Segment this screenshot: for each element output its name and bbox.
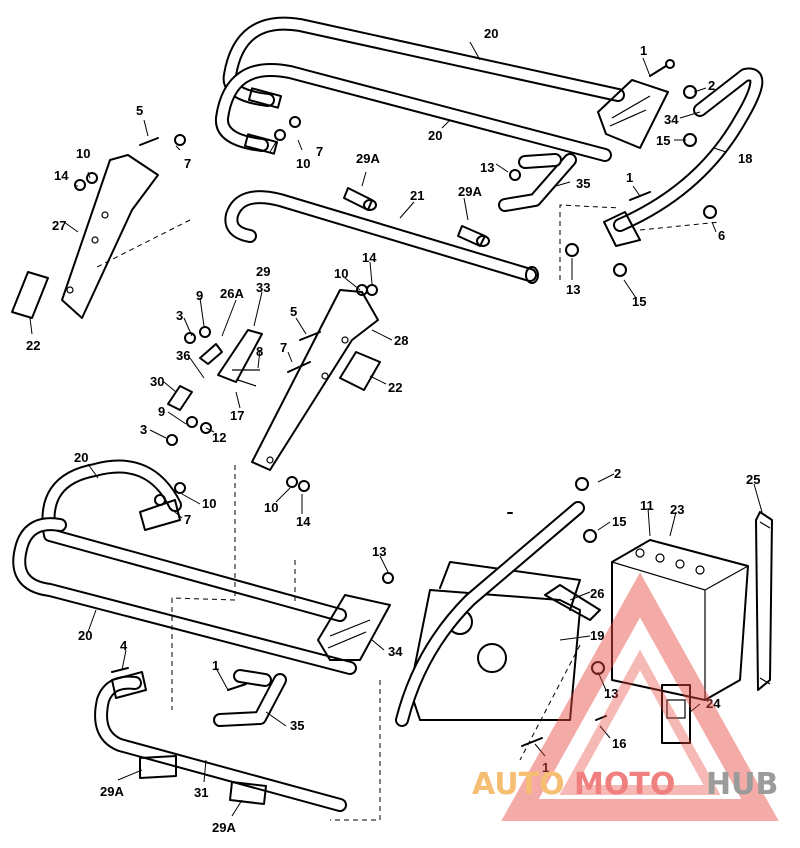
- callout-31: 31: [194, 785, 208, 800]
- automotohub-watermark: AUTO MOTO HUB: [472, 572, 779, 821]
- callout-10: 10: [264, 500, 278, 515]
- battery-strap-25: [755, 511, 773, 691]
- callout-19: 19: [590, 628, 604, 643]
- callout-5: 5: [136, 103, 143, 118]
- callout-1: 1: [542, 760, 549, 775]
- spacer-29A-top: [343, 187, 490, 247]
- callout-12: 12: [212, 430, 226, 445]
- mount-plate-27: [11, 154, 159, 319]
- callout-14: 14: [362, 250, 377, 265]
- leader-lines: [29, 41, 763, 817]
- callout-15: 15: [632, 294, 646, 309]
- callout-14: 14: [54, 168, 69, 183]
- callout-3: 3: [176, 308, 183, 323]
- callout-6: 6: [718, 228, 725, 243]
- callout-4: 4: [120, 638, 128, 653]
- callout-29A: 29A: [356, 151, 380, 166]
- callout-2: 2: [614, 466, 621, 481]
- lower-bar-21: [224, 190, 539, 284]
- callout-14: 14: [296, 514, 311, 529]
- callout-8: 8: [256, 344, 263, 359]
- callout-29A: 29A: [100, 784, 124, 799]
- callout-26: 26: [590, 586, 604, 601]
- callout-29A: 29A: [458, 184, 482, 199]
- latch-assembly: [167, 329, 263, 411]
- callout-30: 30: [150, 374, 164, 389]
- bracket-34-upper: [597, 79, 669, 149]
- callout-1: 1: [626, 170, 633, 185]
- callout-7: 7: [280, 340, 287, 355]
- mount-plate-28: [251, 289, 381, 471]
- watermark-auto: AUTO: [472, 767, 565, 802]
- battery-23: [611, 539, 749, 701]
- callout-18: 18: [738, 151, 752, 166]
- callout-15: 15: [612, 514, 626, 529]
- callout-13: 13: [604, 686, 618, 701]
- callout-25: 25: [746, 472, 760, 487]
- callout-16: 16: [612, 736, 626, 751]
- lower-guard-bar-20: [12, 459, 357, 675]
- callout-5: 5: [290, 304, 297, 319]
- callout-26A: 26A: [220, 286, 244, 301]
- callout-20: 20: [74, 450, 88, 465]
- callout-7: 7: [316, 144, 323, 159]
- callout-22: 22: [26, 338, 40, 353]
- side-bar-18: [603, 67, 764, 247]
- callout-9: 9: [158, 404, 165, 419]
- callout-13: 13: [566, 282, 580, 297]
- callout-10: 10: [296, 156, 310, 171]
- callout-13: 13: [480, 160, 494, 175]
- callout-1: 1: [212, 658, 219, 673]
- callout-2: 2: [708, 78, 715, 93]
- callout-36: 36: [176, 348, 190, 363]
- triangle-logo-icon: [501, 572, 779, 821]
- callout-35: 35: [576, 176, 590, 191]
- hold-down-bar-19: [395, 501, 585, 727]
- callout-23: 23: [670, 502, 684, 517]
- callout-24: 24: [706, 696, 721, 711]
- callout-10: 10: [334, 266, 348, 281]
- callout-34: 34: [664, 112, 679, 127]
- bracket-35-upper: [498, 153, 577, 212]
- callout-34: 34: [388, 644, 403, 659]
- callout-7: 7: [184, 512, 191, 527]
- callout-10: 10: [76, 146, 90, 161]
- callout-3: 3: [140, 422, 147, 437]
- callout-15: 15: [656, 133, 670, 148]
- callout-10: 10: [202, 496, 216, 511]
- callout-28: 28: [394, 333, 408, 348]
- callout-20: 20: [428, 128, 442, 143]
- callout-17: 17: [230, 408, 244, 423]
- watermark-hub: HUB: [706, 767, 778, 802]
- callout-11: 11: [640, 498, 654, 513]
- callout-1: 1: [640, 43, 647, 58]
- callout-29A: 29A: [212, 820, 236, 835]
- hardware-fasteners: [74, 59, 717, 747]
- callout-labels: 20 1 2 34 15 18 5 7 20 10 7 10 14 27 22 …: [26, 26, 760, 835]
- warning-label-24: [661, 684, 691, 744]
- callout-21: 21: [410, 188, 424, 203]
- callout-20: 20: [484, 26, 498, 41]
- callout-22: 22: [388, 380, 402, 395]
- dashed-assembly-lines: [94, 204, 721, 821]
- callout-33: 33: [256, 280, 270, 295]
- callout-27: 27: [52, 218, 66, 233]
- callout-35: 35: [290, 718, 304, 733]
- bracket-35-lower: [213, 669, 287, 727]
- callout-7: 7: [184, 156, 191, 171]
- bracket-34-lower: [317, 594, 391, 661]
- callout-9: 9: [196, 288, 203, 303]
- watermark-moto: MOTO: [574, 767, 675, 802]
- lower-bar-31: [94, 671, 347, 812]
- callout-13: 13: [372, 544, 386, 559]
- callout-20: 20: [78, 628, 92, 643]
- callout-29: 29: [256, 264, 270, 279]
- upper-guard-bar-20: [215, 16, 625, 162]
